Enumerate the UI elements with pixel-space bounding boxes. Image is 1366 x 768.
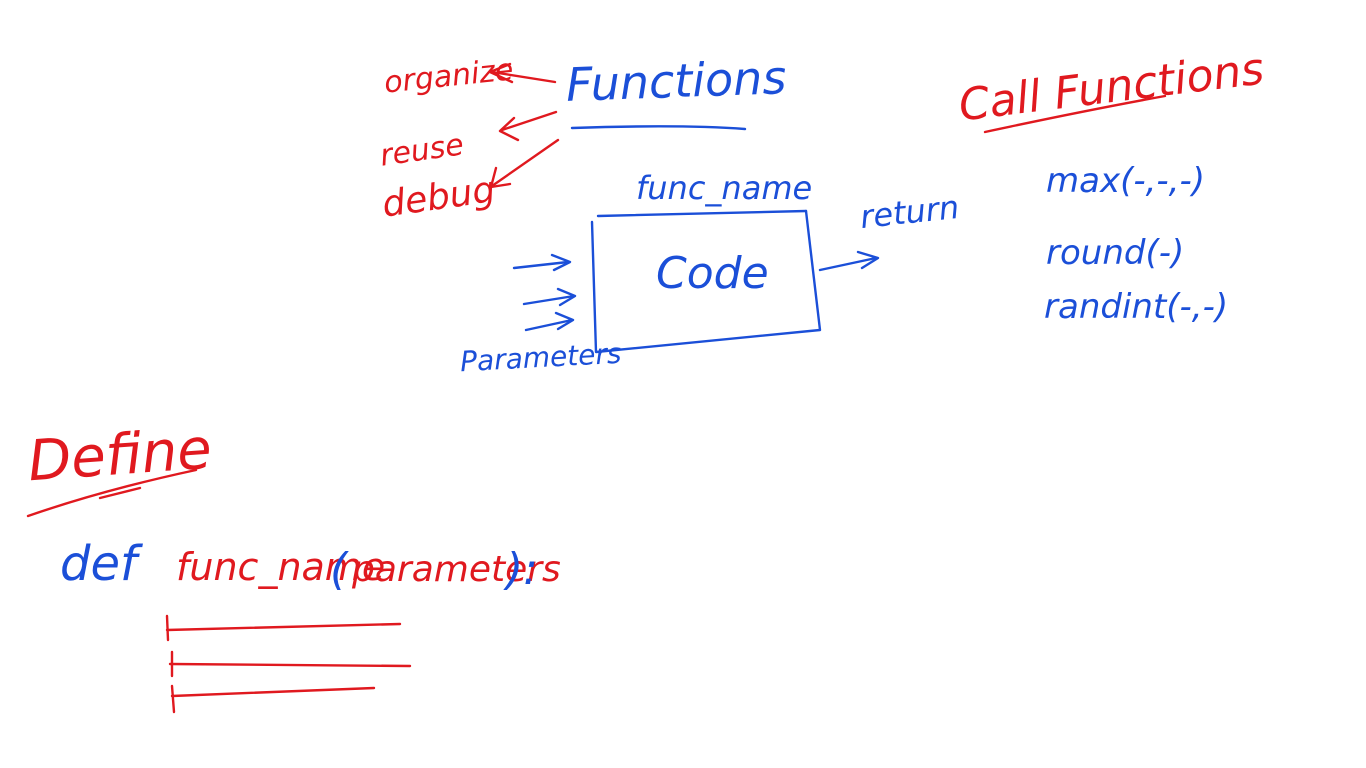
body-line-1-tick bbox=[165, 614, 170, 642]
arrow-to-debug-head bbox=[489, 166, 512, 189]
functions-title: Functions bbox=[565, 50, 788, 112]
func-name-underline bbox=[596, 209, 808, 218]
input-arrow-2-head bbox=[556, 287, 577, 307]
code-box bbox=[590, 209, 822, 354]
define-title: Define bbox=[25, 416, 214, 495]
call-example-round: round(-) bbox=[1046, 233, 1185, 273]
code-label: Code bbox=[656, 248, 769, 299]
input-arrow-1 bbox=[512, 260, 570, 270]
def-keyword: def bbox=[60, 536, 137, 592]
func-name-label: func_name bbox=[636, 169, 813, 207]
body-line-3 bbox=[170, 686, 376, 698]
output-arrow bbox=[818, 256, 878, 272]
call-example-randint: randint(-,-) bbox=[1044, 287, 1229, 327]
arrow-to-reuse-head bbox=[498, 116, 520, 142]
close-paren-colon: ): bbox=[506, 544, 538, 595]
body-line-1 bbox=[165, 622, 402, 632]
input-arrow-2 bbox=[522, 294, 576, 306]
return-label: return bbox=[858, 187, 961, 237]
output-arrow-head bbox=[856, 250, 880, 270]
input-arrow-1-head bbox=[550, 253, 572, 272]
define-params: parameters bbox=[352, 549, 561, 590]
input-arrow-3 bbox=[524, 318, 574, 332]
open-paren: ( bbox=[330, 544, 348, 595]
define-underline bbox=[26, 468, 198, 518]
arrow-to-reuse bbox=[500, 110, 558, 132]
body-line-2 bbox=[168, 662, 412, 668]
define-underline-mark bbox=[98, 486, 142, 500]
arrow-to-organize bbox=[490, 70, 557, 84]
call-functions-underline bbox=[983, 94, 1167, 134]
parameters-label: Parameters bbox=[459, 336, 623, 379]
arrow-to-debug bbox=[490, 138, 560, 188]
arrow-to-organize-head bbox=[488, 62, 514, 84]
input-arrow-3-head bbox=[554, 311, 575, 331]
body-line-3-tick bbox=[170, 684, 176, 714]
define-func-name: func_name bbox=[176, 545, 386, 589]
call-example-max: max(-,-,-) bbox=[1046, 161, 1206, 201]
functions-underline bbox=[570, 125, 747, 131]
